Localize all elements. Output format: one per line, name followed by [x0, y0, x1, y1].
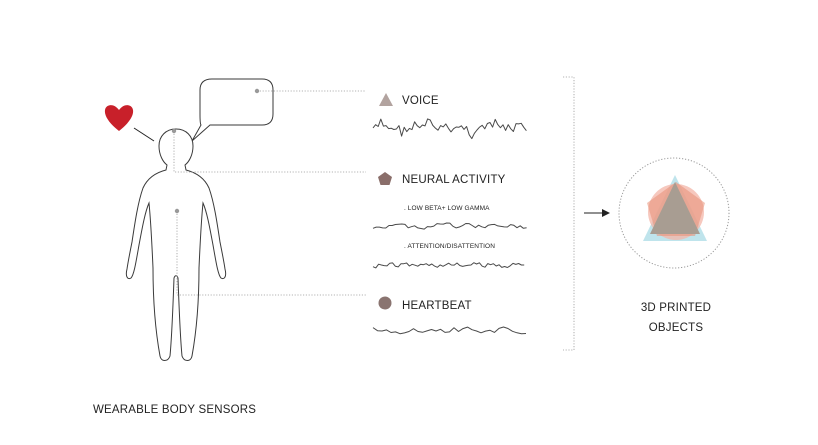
wearable-sensors-label: WEARABLE BODY SENSORS	[93, 404, 256, 416]
grouping-bracket	[563, 76, 575, 351]
heartbeat-leader-line	[176, 211, 366, 296]
attention-waveform	[372, 262, 525, 269]
heart-icon	[104, 105, 134, 131]
output-label-line2: OBJECTS	[649, 322, 704, 334]
heartbeat-waveform	[372, 326, 527, 335]
heartbeat-label: HEARTBEAT	[402, 300, 472, 312]
voice-waveform	[372, 118, 527, 140]
voice-label: VOICE	[402, 95, 439, 107]
heartbeat-circle-icon	[378, 296, 392, 310]
neural-activity-label: NEURAL ACTIVITY	[402, 174, 506, 186]
low-beta-gamma-label: . LOW BETA+ LOW GAMMA	[404, 205, 490, 212]
output-center-shape	[650, 182, 700, 234]
neural-leader-line	[173, 131, 366, 173]
output-boundary-circle	[618, 157, 730, 269]
output-label-line1: 3D PRINTED	[641, 302, 711, 314]
low-beta-gamma-waveform	[372, 222, 527, 230]
human-figure-icon	[125, 128, 227, 361]
voice-triangle-icon	[379, 93, 393, 106]
arrow-right-icon	[602, 209, 610, 217]
heart-connector-line	[133, 127, 155, 142]
attention-label: . ATTENTION/DISATTENTION	[404, 243, 495, 250]
neural-pentagon-icon	[378, 172, 392, 185]
speech-bubble-icon	[191, 78, 274, 142]
